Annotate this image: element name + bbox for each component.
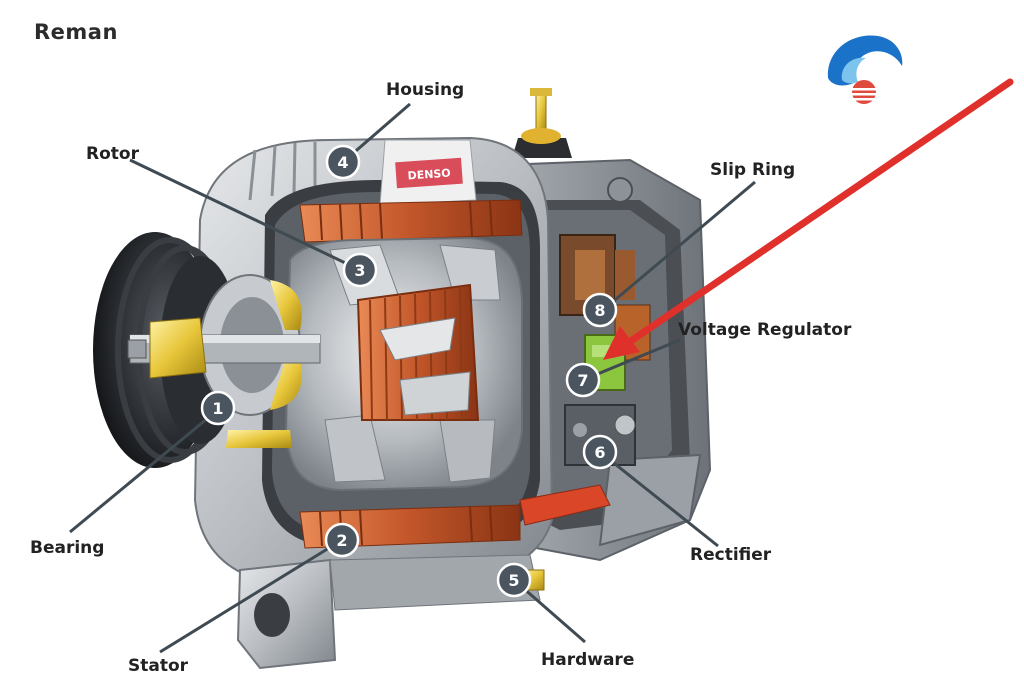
brand-plate-text: DENSO [407, 167, 451, 183]
label-rectifier: Rectifier [690, 545, 772, 565]
stator-windings-top [299, 199, 523, 243]
badge-voltage-regulator: 7 [565, 362, 601, 398]
badge-bearing: 1 [200, 390, 236, 426]
brand-logo-icon [827, 35, 903, 104]
svg-text:7: 7 [577, 371, 588, 390]
leader-lines [69, 102, 756, 654]
label-hardware: Hardware [541, 650, 635, 670]
svg-text:8: 8 [594, 301, 605, 320]
badge-slip-ring: 8 [582, 292, 618, 328]
badge-rectifier: 6 [582, 434, 618, 470]
label-bearing: Bearing [30, 538, 105, 558]
label-rotor: Rotor [86, 144, 139, 164]
page-title: Reman [34, 20, 118, 44]
badge-hardware: 5 [496, 562, 532, 598]
label-voltage-regulator: Voltage Regulator [678, 320, 852, 340]
svg-text:2: 2 [336, 531, 347, 550]
badge-stator: 2 [324, 522, 360, 558]
badge-housing: 4 [325, 144, 361, 180]
terminal-post [512, 88, 572, 158]
svg-text:3: 3 [354, 261, 365, 280]
red-arrow [603, 78, 1014, 360]
svg-text:6: 6 [594, 443, 605, 462]
mounting-bracket [236, 554, 541, 670]
svg-text:4: 4 [337, 153, 348, 172]
brand-plate: DENSO [379, 139, 477, 206]
label-stator: Stator [128, 656, 189, 676]
shaft [127, 317, 321, 379]
label-housing: Housing [386, 80, 465, 100]
svg-text:1: 1 [212, 399, 223, 418]
svg-text:5: 5 [508, 571, 519, 590]
rotor [284, 236, 523, 492]
badge-rotor: 3 [342, 252, 378, 288]
label-slip-ring: Slip Ring [710, 160, 796, 180]
